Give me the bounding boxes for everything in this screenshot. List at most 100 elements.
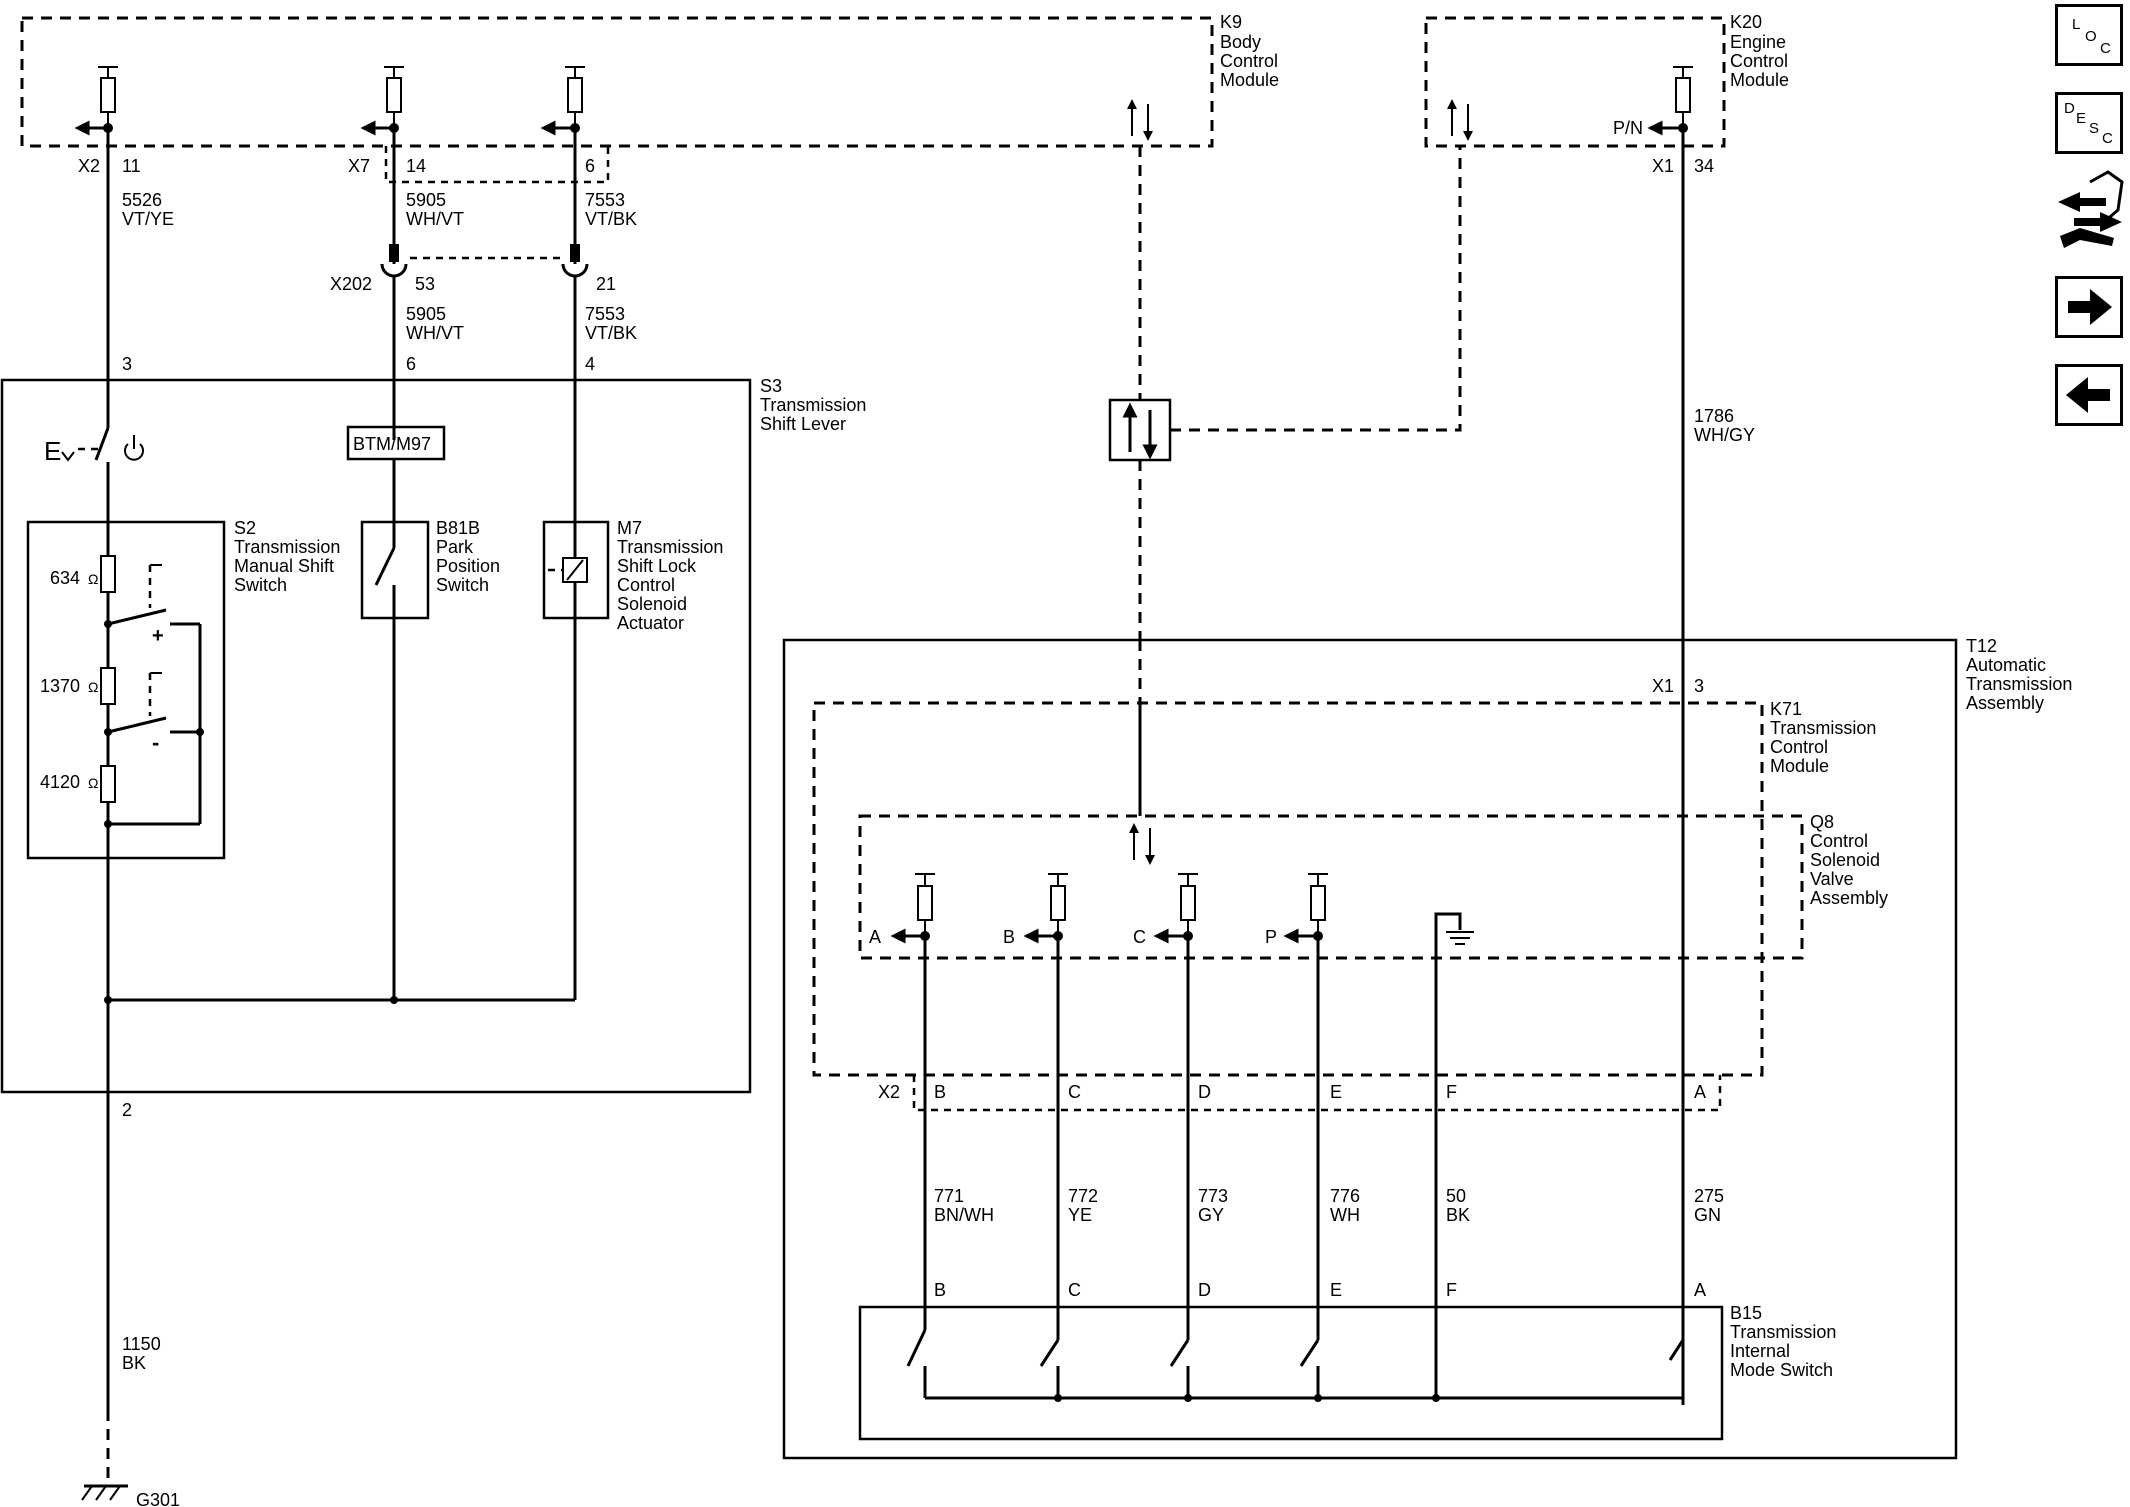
wire-5526-circuit: 5526	[122, 190, 162, 210]
b15-pin-b: B	[934, 1280, 946, 1300]
svg-text:Control: Control	[1220, 51, 1278, 71]
wire-50-circuit: 50	[1446, 1186, 1466, 1206]
k20-x1-label: X1	[1652, 156, 1674, 176]
b15-mode-switch-outline	[858, 1305, 1724, 1441]
svg-text:Control: Control	[1730, 51, 1788, 71]
serial-data-k20	[1170, 146, 1462, 432]
loc-button[interactable]: L O C	[2055, 4, 2123, 66]
q8-serial-data-icon	[1129, 823, 1155, 865]
svg-text:Solenoid: Solenoid	[1810, 850, 1880, 870]
wire-1786-color: WH/GY	[1694, 425, 1755, 445]
svg-text:Control: Control	[1810, 831, 1868, 851]
wire-1150-color: BK	[122, 1353, 146, 1373]
svg-text:S3: S3	[760, 376, 782, 396]
svg-text:Switch: Switch	[234, 575, 287, 595]
svg-text:Valve: Valve	[1810, 869, 1854, 889]
b15-pin-c: C	[1068, 1280, 1081, 1300]
btm-m97-label: BTM/M97	[353, 434, 431, 454]
r-1370-label: 1370	[40, 676, 80, 696]
q8-output-a	[890, 873, 935, 944]
wire-7553-circuit: 7553	[585, 190, 625, 210]
x2-pin-b: B	[934, 1082, 946, 1102]
q8-module-outline	[858, 814, 1804, 960]
svg-text:Actuator: Actuator	[617, 613, 684, 633]
svg-text:O: O	[2085, 28, 2097, 45]
s2-plus-mark: +	[152, 625, 164, 647]
t12-pin-3: 3	[1694, 676, 1704, 696]
arrow-right-icon	[2068, 289, 2112, 325]
b15-pin-e: E	[1330, 1280, 1342, 1300]
r-634-label: 634	[50, 568, 80, 588]
wire-7553b-circuit: 7553	[585, 304, 625, 324]
b81b-switch	[374, 459, 396, 1000]
next-button[interactable]	[2055, 276, 2123, 338]
q8-output-p	[1283, 873, 1328, 944]
svg-text:Manual Shift: Manual Shift	[234, 556, 334, 576]
q8-out-c-label: C	[1133, 927, 1146, 947]
k9-pin-11: 11	[122, 156, 141, 176]
svg-text:Position: Position	[436, 556, 500, 576]
svg-text:Module: Module	[1770, 756, 1829, 776]
wire-275-circuit: 275	[1694, 1186, 1724, 1206]
k9-module-outline	[20, 16, 1214, 148]
q8-output-c	[1153, 873, 1198, 944]
k71-x2-connector-shell	[912, 1075, 1722, 1112]
b81b-label: B81B Park Position Switch	[436, 518, 500, 595]
svg-text:Control: Control	[1770, 737, 1828, 757]
s3-pin-3: 3	[122, 354, 132, 374]
k20-module-outline	[1424, 16, 1726, 148]
pn-label: P/N	[1613, 118, 1643, 138]
svg-text:Body: Body	[1220, 32, 1261, 52]
svg-text:B81B: B81B	[436, 518, 480, 538]
x2-bottom-label: X2	[878, 1082, 900, 1102]
wire-5905b-circuit: 5905	[406, 304, 446, 324]
m7-solenoid-coil	[548, 530, 588, 1000]
x2-pin-a: A	[1694, 1082, 1706, 1102]
service-icon[interactable]	[2058, 170, 2124, 248]
q8-output-b	[1023, 873, 1068, 944]
wire-5905b-color: WH/VT	[406, 323, 464, 343]
ev-power-switch: E	[44, 380, 144, 520]
x202-pin-21: 21	[596, 274, 616, 294]
svg-text:Shift Lock: Shift Lock	[617, 556, 697, 576]
svg-text:Ω: Ω	[88, 775, 98, 791]
previous-button[interactable]	[2055, 364, 2123, 426]
wire-5905-circuit: 5905	[406, 190, 446, 210]
k9-output-14	[360, 66, 404, 136]
k9-label: K9 Body Control Module	[1220, 12, 1279, 90]
svg-text:Solenoid: Solenoid	[617, 594, 687, 614]
wire-772-circuit: 772	[1068, 1186, 1098, 1206]
x202-pin-53: 53	[415, 274, 435, 294]
svg-text:Transmission: Transmission	[234, 537, 340, 557]
s2-manual-shift-switch-outline	[26, 520, 226, 860]
x202-connector	[380, 256, 589, 530]
x2-pin-c: C	[1068, 1082, 1081, 1102]
wire-7553-color: VT/BK	[585, 209, 637, 229]
svg-text:E: E	[44, 436, 61, 466]
k20-serial-data-icon	[1447, 99, 1473, 141]
x2-pin-d: D	[1198, 1082, 1211, 1102]
svg-text:Transmission: Transmission	[1966, 674, 2072, 694]
svg-text:S2: S2	[234, 518, 256, 538]
svg-text:Engine: Engine	[1730, 32, 1786, 52]
svg-text:L: L	[2072, 16, 2080, 33]
svg-text:Mode Switch: Mode Switch	[1730, 1360, 1833, 1380]
svg-text:E: E	[2076, 110, 2086, 127]
q8-out-a-label: A	[869, 927, 881, 947]
svg-text:S: S	[2089, 120, 2099, 137]
s3-shift-lever-outline	[0, 378, 752, 1094]
svg-text:K20: K20	[1730, 12, 1762, 32]
wire-773-color: GY	[1198, 1205, 1224, 1225]
q8-out-b-label: B	[1003, 927, 1015, 947]
desc-button[interactable]: D E S C	[2055, 92, 2123, 154]
k9-pin-6: 6	[585, 156, 595, 176]
btm-m97-box	[346, 425, 446, 461]
svg-text:Automatic: Automatic	[1966, 655, 2046, 675]
svg-text:C: C	[2102, 130, 2113, 147]
wire-5905-color: WH/VT	[406, 209, 464, 229]
t12-x1-label: X1	[1652, 676, 1674, 696]
svg-text:C: C	[2100, 40, 2111, 57]
svg-text:Transmission: Transmission	[1730, 1322, 1836, 1342]
s2-label: S2 Transmission Manual Shift Switch	[234, 518, 340, 595]
